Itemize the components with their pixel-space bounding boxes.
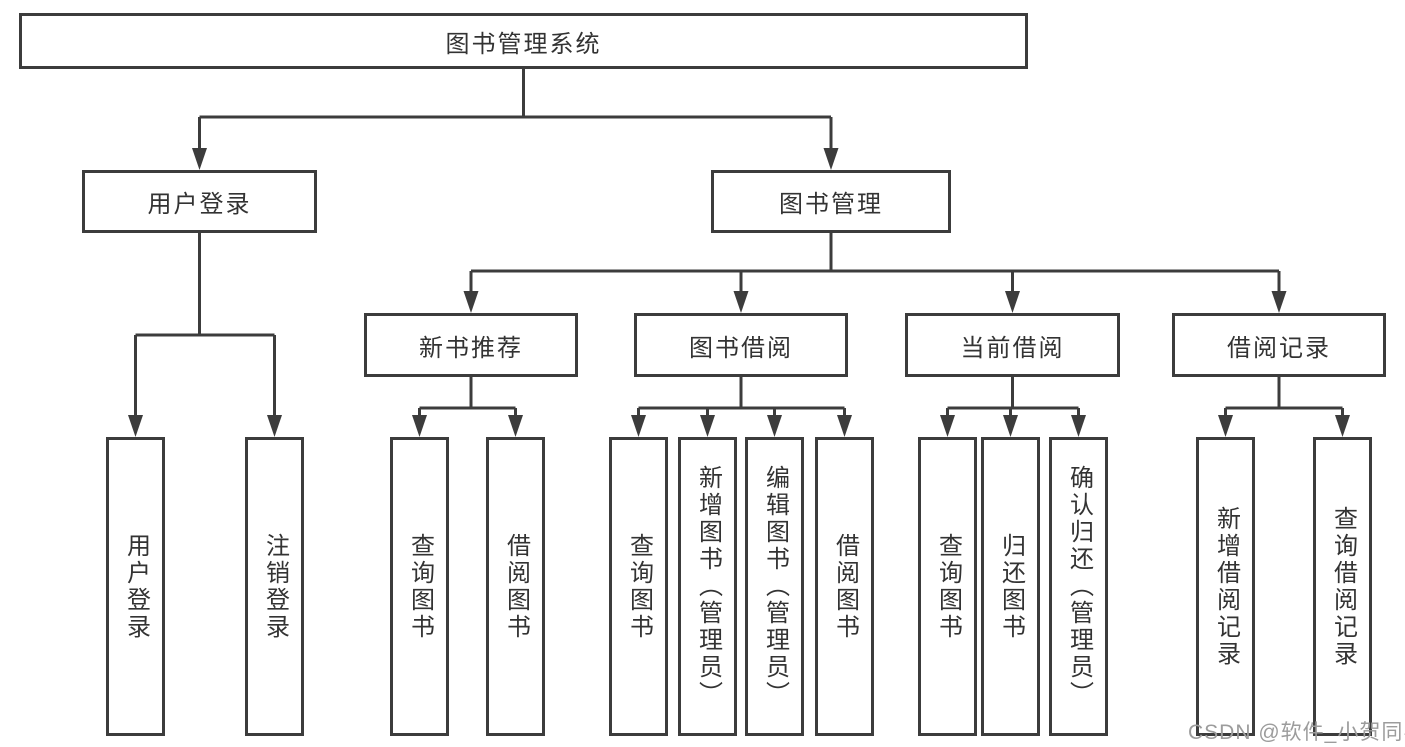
connector-root-to-level2 [192,69,839,170]
leaf-query-borrow-record: 查询借阅记录 [1313,437,1372,736]
leaf-query-books-borrowing: 查询图书 [609,437,668,736]
leaf-query-books-recommend: 查询图书 [390,437,449,736]
node-current-borrowing: 当前借阅 [905,313,1120,377]
connector-book-mgmt-children [463,233,1287,313]
node-system-root: 图书管理系统 [19,13,1028,69]
connector-current-borrow-children [940,377,1086,437]
leaf-borrow-books-recommend: 借阅图书 [486,437,545,736]
leaf-user-login: 用户登录 [106,437,165,736]
leaf-confirm-return-admin: 确认归还（管理员） [1049,437,1108,736]
leaf-edit-book-admin: 编辑图书（管理员） [745,437,804,736]
connector-user-login-children [128,233,282,437]
node-new-book-recommend: 新书推荐 [364,313,578,377]
leaf-borrow-books-borrowing: 借阅图书 [815,437,874,736]
leaf-add-book-admin: 新增图书（管理员） [678,437,737,736]
leaf-query-books-current: 查询图书 [918,437,977,736]
node-borrowing-records: 借阅记录 [1172,313,1386,377]
leaf-add-borrow-record: 新增借阅记录 [1196,437,1255,736]
connector-book-borrow-children [631,377,852,437]
leaf-return-book: 归还图书 [981,437,1040,736]
connector-borrow-records-children [1218,377,1350,437]
node-book-borrowing: 图书借阅 [634,313,848,377]
leaf-logout: 注销登录 [245,437,304,736]
connector-new-book-rec-children [412,377,523,437]
csdn-watermark: CSDN @软件_小贺同学 [1188,721,1405,744]
node-book-management: 图书管理 [711,170,951,233]
node-user-login: 用户登录 [82,170,317,233]
